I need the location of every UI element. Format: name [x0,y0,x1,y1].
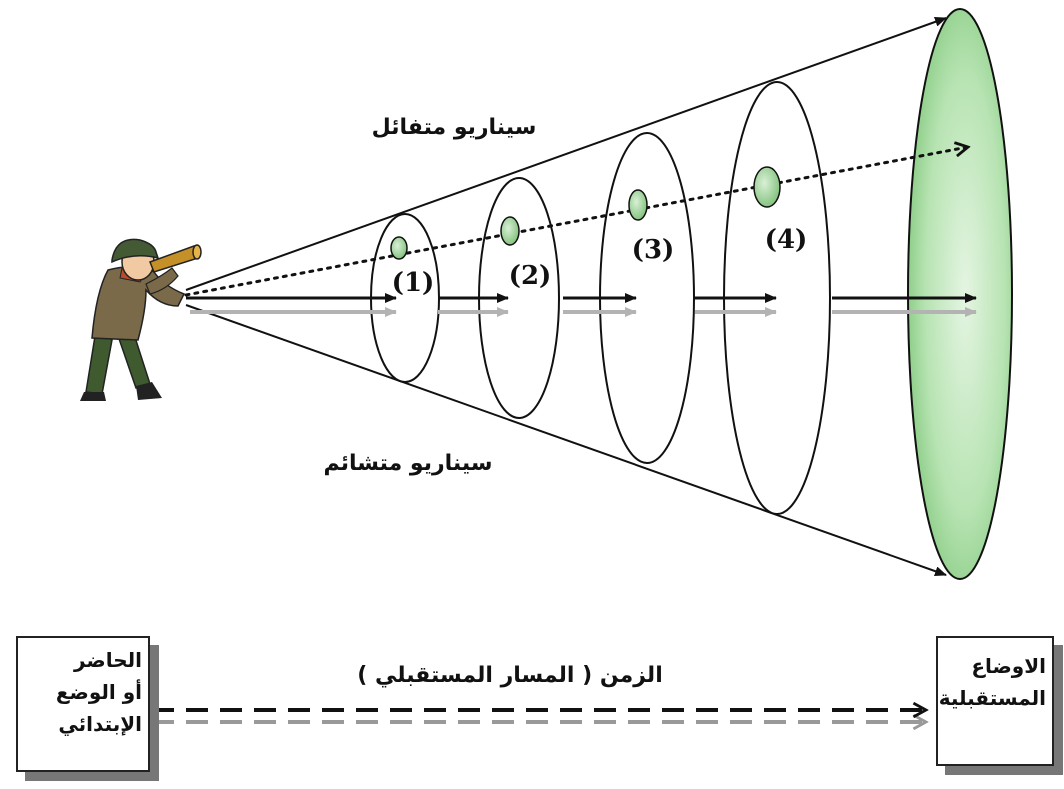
present-state-line-1: الحاضر [24,644,142,676]
future-states-line-1: الاوضاع [944,650,1046,682]
cone-upper-edge [186,18,946,290]
stage-blob-2 [501,217,519,245]
optimistic-scenario-label: سيناريو متفائل [372,115,537,140]
observer-with-telescope-icon [80,239,201,401]
pessimistic-scenario-label: سيناريو متشائم [324,451,493,476]
dotted-trend-arrow [186,147,968,295]
future-states-line-2: المستقبلية [944,682,1046,714]
stage-blob-1 [391,237,407,259]
timeline-label: الزمن ( المسار المستقبلي ) [357,663,663,688]
stage-blob-4 [754,167,780,207]
present-state-line-3: الإبتدائي [24,708,142,740]
future-states-ellipse [908,9,1012,579]
future-states-box: الاوضاع المستقبلية [936,636,1054,766]
cone-lower-edge [186,305,946,575]
stage-label-1: (1) [392,268,435,298]
stage-blob-3 [629,190,647,220]
stage-label-4: (4) [765,225,808,255]
present-state-box: الحاضر أو الوضع الإبتدائي [16,636,150,772]
present-state-line-2: أو الوضع [24,676,142,708]
stage-label-2: (2) [509,261,552,291]
stage-label-3: (3) [632,235,675,265]
